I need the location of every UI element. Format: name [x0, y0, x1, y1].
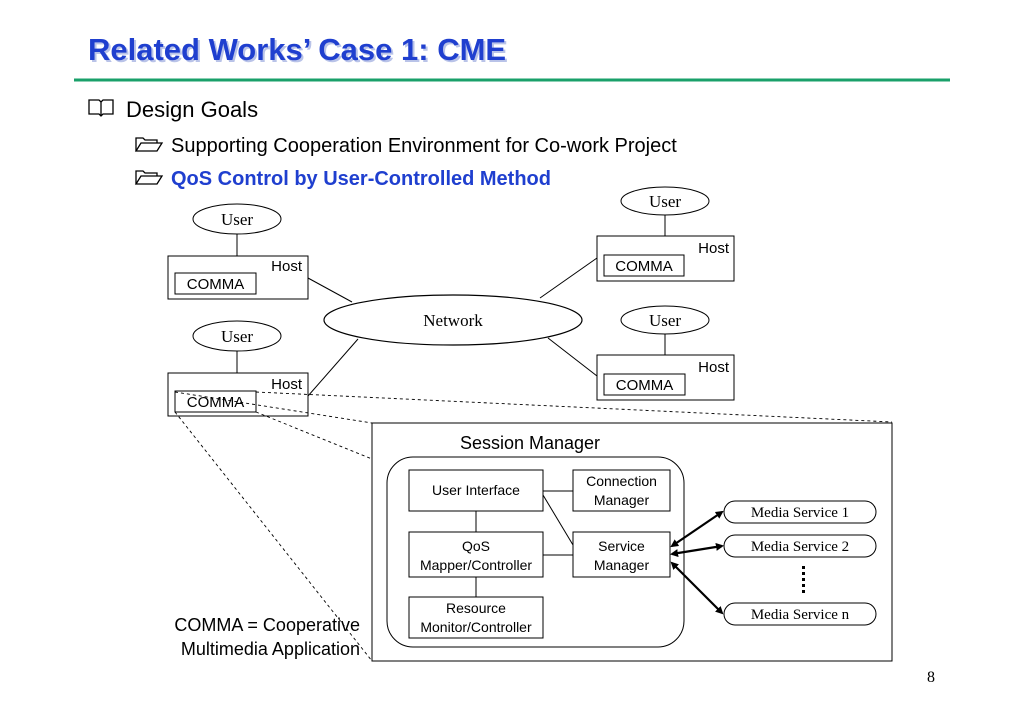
folder-icon [134, 137, 164, 152]
network-node [323, 294, 583, 346]
service-manager-label: Manager [594, 557, 650, 573]
resource-monitor-label: Monitor/Controller [420, 619, 532, 635]
user-node [192, 320, 282, 352]
connection-manager-module [572, 469, 671, 512]
host-label: Host [698, 240, 730, 257]
footnote-line-2: Multimedia Application [181, 639, 360, 659]
bullet-qos-control: QoS Control by User-Controlled Method [171, 168, 551, 190]
folder-icon [134, 170, 164, 185]
user-interface-module [408, 469, 544, 512]
user-node [192, 203, 282, 235]
footnote-line-1: COMMA = Cooperative [174, 615, 360, 635]
connector-line [307, 277, 353, 303]
ellipsis-dots [802, 566, 805, 593]
connector-line [539, 257, 598, 299]
qos-mapper-module [408, 531, 544, 578]
arrow-media-1 [670, 510, 724, 548]
qos-mapper-label: QoS [462, 538, 490, 554]
media-service-label: Media Service 1 [751, 505, 849, 521]
book-icon [88, 99, 114, 117]
arrow-media-2 [670, 542, 724, 558]
network-diagram: Network User Host COMMA User Host COMMA … [167, 186, 735, 417]
media-service-2 [723, 534, 877, 558]
comma-label: COMMA [187, 276, 245, 293]
network-label: Network [423, 311, 483, 330]
user-label: User [649, 311, 681, 330]
comma-label: COMMA [187, 394, 245, 411]
user-label: User [649, 192, 681, 211]
zoom-projection [174, 391, 893, 662]
qos-mapper-label: Mapper/Controller [420, 557, 532, 573]
comma-box [174, 272, 257, 295]
connection-manager-label: Manager [594, 492, 650, 508]
user-label: User [221, 210, 253, 229]
comma-box [603, 373, 686, 396]
user-node [620, 305, 710, 335]
host-label: Host [271, 376, 303, 393]
bullet-design-goals: Design Goals [126, 97, 258, 122]
resource-monitor-module [408, 596, 544, 639]
session-manager-panel: Session Manager User Interface Connectio… [371, 422, 893, 662]
comma-box [603, 254, 685, 277]
comma-label: COMMA [615, 258, 673, 275]
resource-monitor-label: Resource [446, 600, 506, 616]
arrow-media-n [670, 561, 724, 615]
service-manager-module [572, 531, 671, 578]
user-label: User [221, 327, 253, 346]
comma-label: COMMA [616, 377, 674, 394]
page-number: 8 [927, 669, 935, 686]
user-node [620, 186, 710, 216]
bullet-cooperation: Supporting Cooperation Environment for C… [171, 135, 677, 157]
slide-title: Related Works’ Case 1: CME [88, 32, 506, 67]
connector-line [547, 337, 598, 377]
session-manager-title: Session Manager [460, 433, 600, 453]
connector-line [307, 338, 359, 397]
media-service-n [723, 602, 877, 626]
user-interface-label: User Interface [432, 482, 520, 498]
host-label: Host [698, 359, 730, 376]
media-service-label: Media Service n [751, 607, 850, 623]
connection-manager-label: Connection [586, 473, 657, 489]
connector-line [542, 494, 574, 546]
service-manager-label: Service [598, 538, 645, 554]
host-label: Host [271, 258, 303, 275]
media-service-label: Media Service 2 [751, 539, 849, 555]
comma-box [174, 390, 257, 413]
media-service-1 [723, 500, 877, 524]
